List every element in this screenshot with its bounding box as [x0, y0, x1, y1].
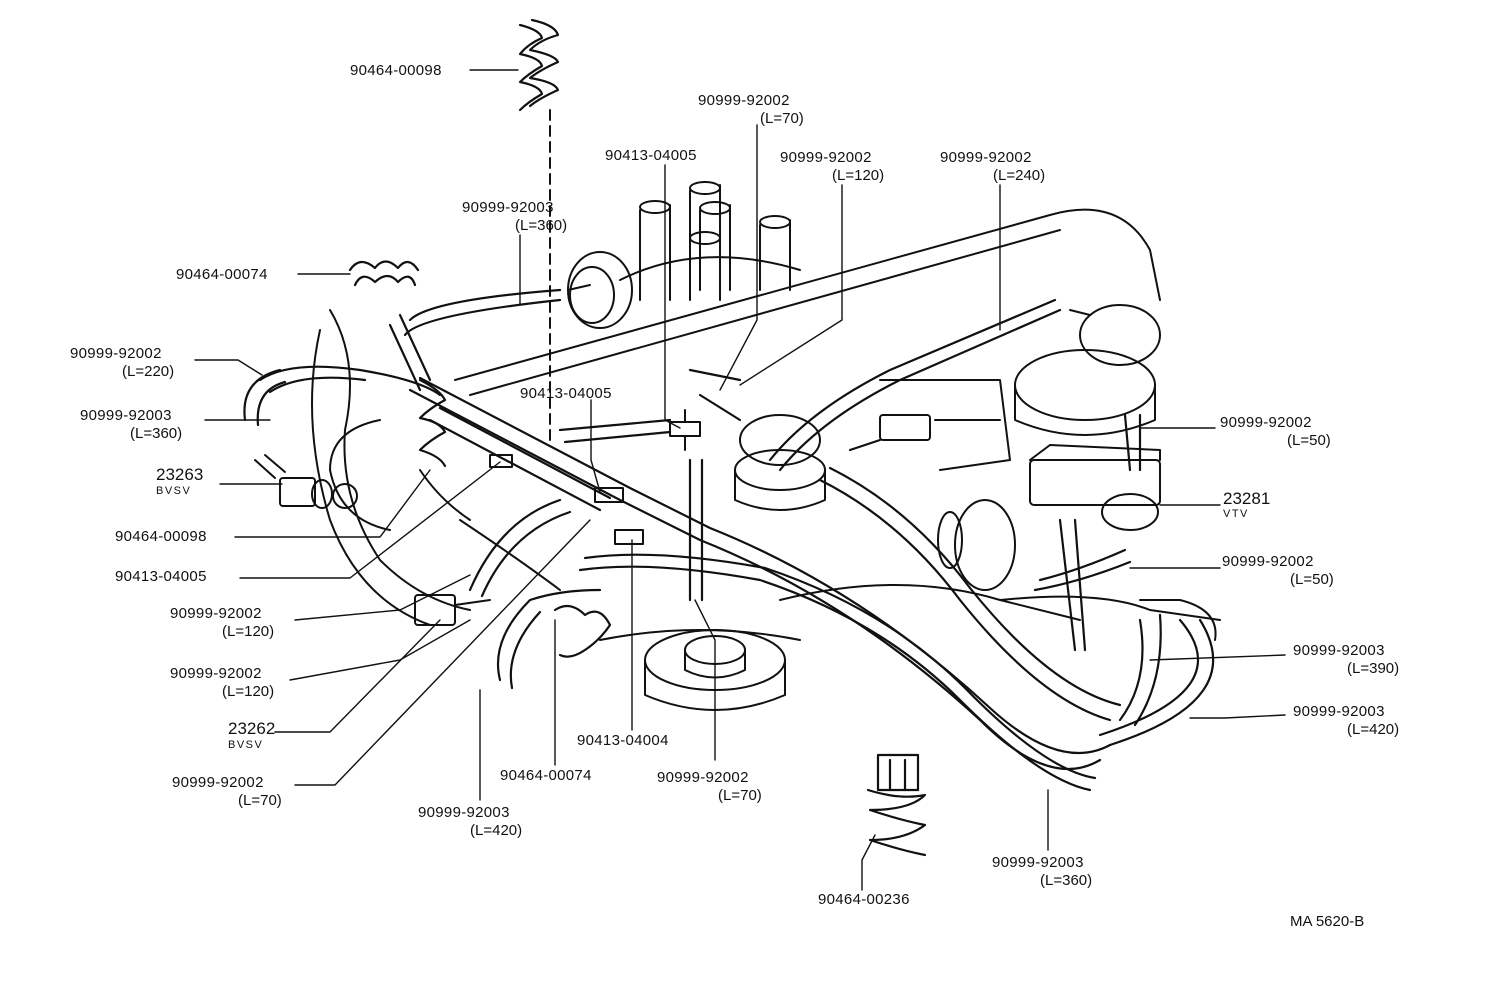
air-cleaner	[1014, 304, 1161, 531]
callout-part-number: 90999-92002	[170, 605, 262, 622]
callout-length: (L=420)	[470, 822, 523, 839]
callout-length: (L=50)	[1287, 432, 1331, 449]
canister	[644, 414, 1016, 711]
callout-part-number: 90999-92003	[462, 199, 554, 216]
callout-part-number: 23262	[228, 719, 276, 738]
callout-length: (L=70)	[760, 110, 804, 127]
callout-part-number: 90413-04005	[605, 147, 697, 164]
callout-part-number: 90999-92003	[1293, 642, 1385, 659]
callout-part-number: 90999-92002	[698, 92, 790, 109]
callout-part-number: 90413-04005	[115, 568, 207, 585]
callout-part-number: 90464-00074	[176, 266, 268, 283]
callout-part-number: 90413-04005	[520, 385, 612, 402]
leader-lines	[194, 69, 1286, 891]
callout-part-number: 90999-92003	[418, 804, 510, 821]
vacuum-hoses	[243, 288, 1215, 792]
bvsv-valves	[254, 414, 1001, 626]
callout-part-number: 90999-92003	[1293, 703, 1385, 720]
callout-part-number: 90999-92003	[992, 854, 1084, 871]
callout-length: (L=390)	[1347, 660, 1400, 677]
callout-length: (L=70)	[238, 792, 282, 809]
callout-part-number: 23263	[156, 465, 204, 484]
callout-length: (L=420)	[1347, 721, 1400, 738]
engine-block-outline	[311, 208, 1221, 641]
callout-part-number: 90999-92002	[1222, 553, 1314, 570]
callout-part-number: 90999-92002	[70, 345, 162, 362]
callout-length: (L=50)	[1290, 571, 1334, 588]
callout-length: (L=220)	[122, 363, 175, 380]
callout-part-number: 90999-92002	[1220, 414, 1312, 431]
tee-fittings	[489, 409, 701, 545]
callout-part-number: 90999-92002	[657, 769, 749, 786]
callout-length: (L=120)	[222, 683, 275, 700]
callout-part-number: 90999-92002	[172, 774, 264, 791]
callout-length: (L=360)	[515, 217, 568, 234]
distributor	[567, 181, 801, 329]
callout-part-number: 90464-00098	[115, 528, 207, 545]
callout-part-number: 90413-04004	[577, 732, 669, 749]
callout-length: (L=240)	[993, 167, 1046, 184]
hose-clamps	[348, 18, 927, 857]
callout-length: (L=120)	[222, 623, 275, 640]
callout-part-number: 90999-92002	[780, 149, 872, 166]
callout-length: (L=360)	[130, 425, 183, 442]
callout-part-name: VTV	[1223, 508, 1249, 520]
callout-part-number: 90999-92003	[80, 407, 172, 424]
callout-part-number: 90464-00074	[500, 767, 592, 784]
callout-part-name: BVSV	[228, 739, 264, 751]
callout-part-number: 23281	[1223, 489, 1271, 508]
callout-part-number: 90464-00098	[350, 62, 442, 79]
callout-part-number: 90999-92002	[170, 665, 262, 682]
callout-part-number: 90999-92002	[940, 149, 1032, 166]
callout-part-number: 90464-00236	[818, 891, 910, 908]
callout-part-name: BVSV	[156, 485, 192, 497]
callout-length: (L=70)	[718, 787, 762, 804]
callout-length: (L=120)	[832, 167, 885, 184]
callout-length: (L=360)	[1040, 872, 1093, 889]
figure-reference-code: MA 5620-B	[1290, 913, 1365, 930]
